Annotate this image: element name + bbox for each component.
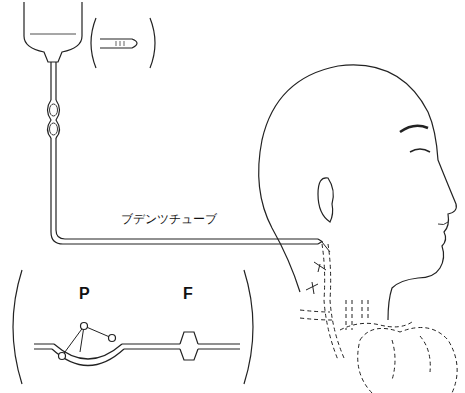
catheter-tip — [100, 39, 137, 48]
fluid-level — [30, 34, 76, 35]
heart-detail — [392, 336, 430, 380]
catheter-holes — [116, 41, 124, 46]
drip-bulb — [50, 123, 58, 135]
part-label: P — [78, 285, 91, 303]
incision-marks — [306, 242, 330, 294]
tube — [56, 138, 318, 239]
stopcock-port — [59, 353, 66, 360]
eyebrow — [400, 126, 428, 132]
stopcock-port — [109, 335, 116, 342]
stopcock — [62, 326, 112, 356]
bracket — [91, 18, 96, 68]
tube-line — [34, 344, 180, 349]
tube-line — [198, 344, 240, 349]
filter — [180, 332, 198, 360]
part-label: F — [182, 285, 194, 303]
tube — [51, 138, 318, 244]
stopcock-port — [81, 323, 88, 330]
ear — [318, 178, 333, 222]
drip-chamber — [48, 100, 60, 138]
bracket — [244, 270, 253, 384]
drip-bulb — [50, 104, 58, 116]
veins — [300, 244, 412, 360]
tube-upper — [51, 62, 56, 100]
bypass-loop — [52, 344, 124, 366]
eye — [410, 149, 430, 152]
bracket — [150, 18, 155, 68]
bracket — [13, 270, 22, 384]
tube-label: ブデンツチューブ — [120, 213, 218, 226]
mouth — [438, 222, 448, 225]
infusion-bottle — [24, 2, 82, 62]
heart-outline — [358, 328, 457, 393]
head-outline — [259, 65, 457, 320]
tube-end — [318, 239, 322, 244]
